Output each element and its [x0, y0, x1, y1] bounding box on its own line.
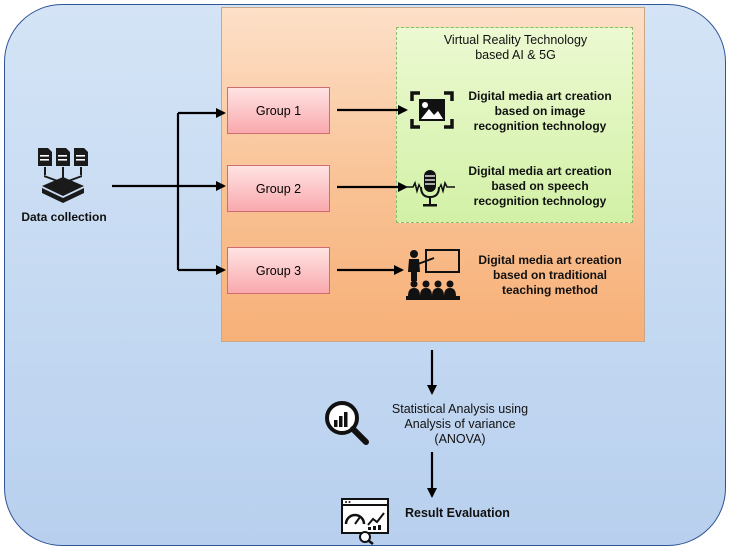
- group-2-box: Group 2: [227, 165, 330, 212]
- data-collection-label: Data collection: [21, 210, 107, 224]
- method-2-line3: recognition technology: [473, 194, 607, 208]
- analysis-line1: Statistical Analysis using: [391, 402, 529, 416]
- magnifier-chart-icon: [325, 401, 369, 445]
- method-3-text: Digital media art creation based on trad…: [465, 253, 635, 298]
- group-2-label: Group 2: [255, 181, 302, 196]
- method-1-line3: recognition technology: [473, 119, 607, 133]
- method-3-line3: teaching method: [501, 283, 598, 297]
- microphone-waveform-icon: [405, 170, 455, 207]
- group-3-label: Group 3: [255, 263, 302, 278]
- group-1-label: Group 1: [255, 103, 302, 118]
- method-2-line2: based on speech: [491, 179, 589, 193]
- group-1-box: Group 1: [227, 87, 330, 134]
- teacher-classroom-icon: [406, 249, 460, 300]
- dashboard-analytics-icon: [341, 498, 389, 545]
- method-1-line1: Digital media art creation: [468, 89, 612, 103]
- method-3-line1: Digital media art creation: [478, 253, 622, 267]
- group-3-box: Group 3: [227, 247, 330, 294]
- vr-title-line2: based AI & 5G: [475, 48, 556, 62]
- vr-title-line1: Virtual Reality Technology: [443, 33, 588, 47]
- result-evaluation-label: Result Evaluation: [405, 506, 510, 520]
- documents-to-tray-icon: [38, 148, 88, 203]
- method-3-line2: based on traditional: [492, 268, 607, 282]
- method-1-line2: based on image: [494, 104, 586, 118]
- image-scan-icon: [410, 91, 454, 129]
- vr-box-title: Virtual Reality Technology based AI & 5G: [408, 33, 623, 63]
- method-1-text: Digital media art creation based on imag…: [455, 89, 625, 134]
- method-2-text: Digital media art creation based on spee…: [455, 164, 625, 209]
- analysis-line3: (ANOVA): [434, 432, 486, 446]
- analysis-text: Statistical Analysis using Analysis of v…: [380, 402, 540, 447]
- vr-technology-panel: [396, 27, 633, 223]
- analysis-line2: Analysis of variance: [404, 417, 516, 431]
- method-2-line1: Digital media art creation: [468, 164, 612, 178]
